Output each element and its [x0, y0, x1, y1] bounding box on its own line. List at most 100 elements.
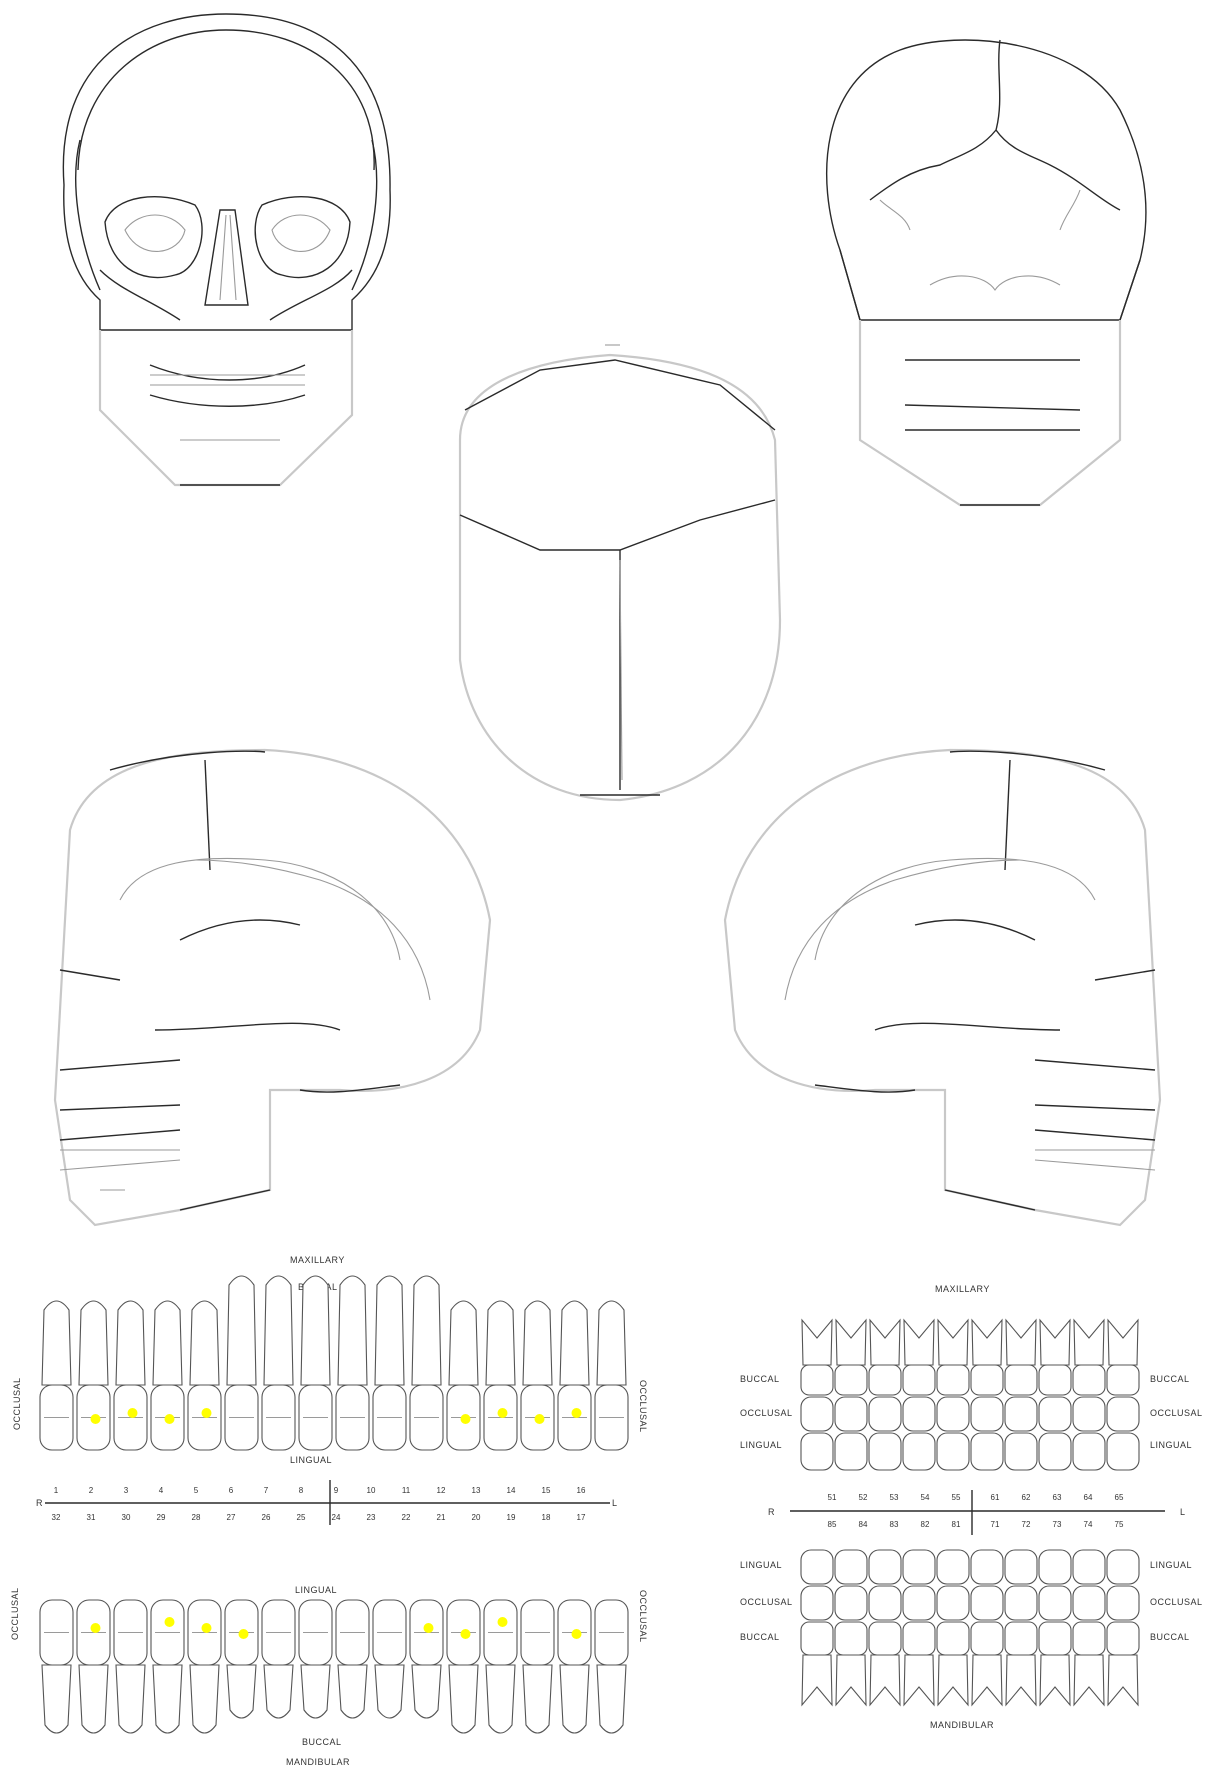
adult-side-lower-right: OCCLUSAL [638, 1590, 648, 1643]
adult-upper-tooth-number: 16 [577, 1486, 586, 1495]
adult-upper-tooth-number: 7 [264, 1486, 269, 1495]
adult-upper-tooth-number: 1 [54, 1486, 59, 1495]
child-upper-tooth-number: 51 [828, 1493, 837, 1502]
adult-lower-teeth-row [40, 1600, 628, 1733]
child-upper-tooth [869, 1320, 901, 1470]
child-upper-row-label-1: BUCCAL [740, 1374, 780, 1384]
skull-top-icon [460, 345, 780, 800]
adult-lower-tooth [225, 1600, 258, 1718]
adult-lower-tooth-number: 21 [437, 1513, 446, 1522]
child-upper-tooth-number: 54 [921, 1493, 930, 1502]
child-right-tag: R [768, 1507, 775, 1517]
adult-side-lower-left: OCCLUSAL [10, 1587, 20, 1640]
child-lower-tooth-number: 84 [859, 1520, 868, 1529]
adult-upper-tooth [521, 1301, 554, 1450]
child-lower-tooth-number: 73 [1053, 1520, 1062, 1529]
adult-lower-tooth-number: 28 [192, 1513, 201, 1522]
adult-upper-tooth [77, 1301, 110, 1450]
child-lower-tooth [869, 1550, 901, 1705]
child-upper-row-label-2r: OCCLUSAL [1150, 1408, 1203, 1418]
child-lower-row-label-1r: LINGUAL [1150, 1560, 1192, 1570]
adult-upper-tooth-number: 12 [437, 1486, 446, 1495]
adult-upper-tooth-number: 15 [542, 1486, 551, 1495]
child-dental-chart: MAXILLARY BUCCAL OCCLUSAL LINGUAL BUCCAL… [740, 1284, 1203, 1730]
child-upper-tooth [971, 1320, 1003, 1470]
child-upper-tooth-number: 61 [991, 1493, 1000, 1502]
child-upper-row-label-3: LINGUAL [740, 1440, 782, 1450]
adult-upper-tooth [114, 1301, 147, 1450]
child-lower-tooth [1005, 1550, 1037, 1705]
child-lower-row-label-3: BUCCAL [740, 1632, 780, 1642]
adult-upper-tooth-number: 3 [124, 1486, 129, 1495]
adult-lower-tooth [447, 1600, 480, 1733]
adult-lower-tooth [188, 1600, 221, 1733]
adult-side-upper-right: OCCLUSAL [638, 1380, 648, 1433]
child-upper-tooth-number: 65 [1115, 1493, 1124, 1502]
adult-lower-tooth [521, 1600, 554, 1733]
adult-upper-tooth-number: 5 [194, 1486, 199, 1495]
child-upper-tooth-number: 63 [1053, 1493, 1062, 1502]
adult-upper-tooth [484, 1301, 517, 1450]
adult-maxillary-title: MAXILLARY [290, 1255, 345, 1265]
child-lower-tooth-number: 75 [1115, 1520, 1124, 1529]
adult-lower-tooth-number: 18 [542, 1513, 551, 1522]
adult-upper-tooth [225, 1276, 258, 1450]
adult-lower-tooth [40, 1600, 73, 1733]
adult-upper-tooth-number: 8 [299, 1486, 304, 1495]
adult-lower-tooth [336, 1600, 369, 1718]
child-upper-tooth-number: 53 [890, 1493, 899, 1502]
adult-lower-marker-dot [572, 1629, 582, 1639]
skull-right-icon [55, 750, 490, 1225]
child-lower-tooth-number: 71 [991, 1520, 1000, 1529]
child-upper-tooth [1107, 1320, 1139, 1470]
adult-lower-tooth-number: 31 [87, 1513, 96, 1522]
adult-lower-tooth-number: 29 [157, 1513, 166, 1522]
adult-lower-lingual-label: LINGUAL [295, 1585, 337, 1595]
adult-upper-marker-dot [128, 1408, 138, 1418]
child-mandibular-title: MANDIBULAR [930, 1720, 994, 1730]
adult-upper-tooth-number: 4 [159, 1486, 164, 1495]
child-lower-tooth [971, 1550, 1003, 1705]
adult-upper-tooth [373, 1276, 406, 1450]
adult-upper-tooth [410, 1276, 443, 1450]
child-lower-tooth [801, 1550, 833, 1705]
adult-upper-tooth [188, 1301, 221, 1450]
child-upper-tooth [937, 1320, 969, 1470]
child-upper-row-label-2: OCCLUSAL [740, 1408, 793, 1418]
skull-front-icon [63, 14, 390, 485]
child-lower-tooth [937, 1550, 969, 1705]
adult-side-upper-left: OCCLUSAL [12, 1377, 22, 1430]
child-lower-tooth-number: 74 [1084, 1520, 1093, 1529]
adult-upper-tooth-number: 11 [402, 1486, 411, 1495]
adult-upper-tooth [151, 1301, 184, 1450]
adult-lower-buccal-label: BUCCAL [302, 1737, 342, 1747]
child-lower-tooth [1039, 1550, 1071, 1705]
adult-lower-tooth [373, 1600, 406, 1718]
child-lower-tooth [1073, 1550, 1105, 1705]
child-lower-row-label-3r: BUCCAL [1150, 1632, 1190, 1642]
adult-lower-tooth [410, 1600, 443, 1718]
child-lower-tooth [903, 1550, 935, 1705]
adult-lower-tooth [262, 1600, 295, 1718]
adult-lower-tooth [114, 1600, 147, 1733]
adult-upper-tooth-number: 6 [229, 1486, 234, 1495]
adult-lower-tooth-number: 25 [297, 1513, 306, 1522]
child-lower-tooth [1107, 1550, 1139, 1705]
child-upper-tooth [903, 1320, 935, 1470]
adult-lower-marker-dot [202, 1623, 212, 1633]
child-lower-tooth-number: 83 [890, 1520, 899, 1529]
child-upper-tooth-number: 55 [952, 1493, 961, 1502]
child-upper-row-label-1r: BUCCAL [1150, 1374, 1190, 1384]
adult-upper-lingual-label: LINGUAL [290, 1455, 332, 1465]
adult-lower-tooth-number: 24 [332, 1513, 341, 1522]
child-upper-row-label-3r: LINGUAL [1150, 1440, 1192, 1450]
adult-upper-marker-dot [535, 1414, 545, 1424]
adult-lower-tooth-number: 22 [402, 1513, 411, 1522]
adult-lower-tooth-number: 32 [52, 1513, 61, 1522]
adult-upper-tooth [595, 1301, 628, 1450]
child-upper-tooth [1039, 1320, 1071, 1470]
adult-lower-marker-dot [165, 1617, 175, 1627]
adult-lower-tooth-number: 17 [577, 1513, 586, 1522]
